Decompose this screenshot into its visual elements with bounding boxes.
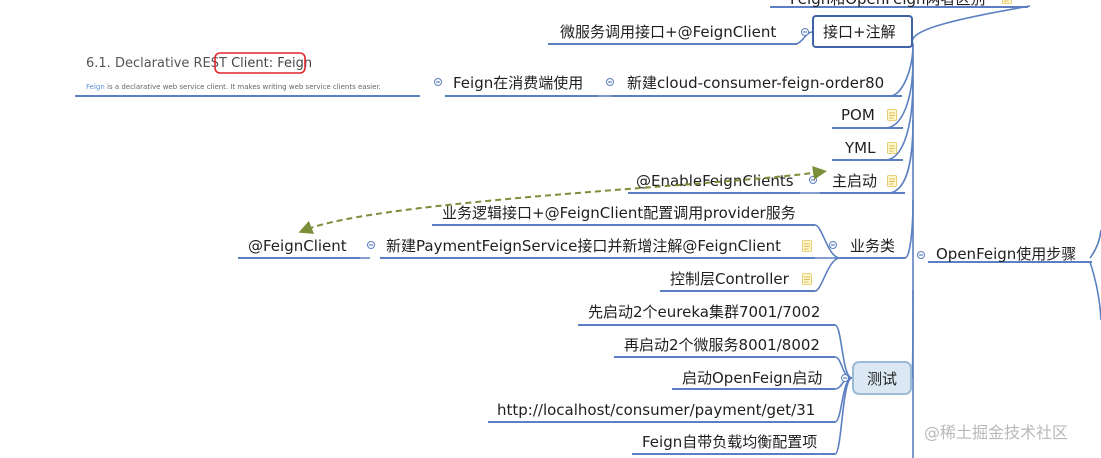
node-label: 先启动2个eureka集群7001/7002 bbox=[588, 303, 820, 321]
node-feign-client-left[interactable]: @FeignClient bbox=[248, 237, 347, 255]
svg-text:6.1. Declarative REST Client:: 6.1. Declarative REST Client: Feign bbox=[86, 56, 312, 71]
node-business[interactable]: 业务类 bbox=[850, 237, 895, 255]
collapse-toggle[interactable] bbox=[917, 251, 925, 259]
node-label: 新建cloud-consumer-feign-order80 bbox=[627, 74, 884, 92]
note-icon bbox=[887, 175, 897, 187]
node-label: OpenFeign使用步骤 bbox=[936, 245, 1076, 263]
node-yml[interactable]: YML bbox=[844, 139, 897, 157]
node-test-item[interactable]: 启动OpenFeign启动 bbox=[682, 369, 822, 387]
node-payment-feign-service[interactable]: 新建PaymentFeignService接口并新增注解@FeignClient bbox=[386, 237, 812, 255]
collapse-toggle[interactable] bbox=[841, 374, 849, 382]
node-label: @FeignClient bbox=[248, 237, 347, 255]
svg-text:Feign is a declarative web ser: Feign is a declarative web service clien… bbox=[86, 83, 381, 91]
node-label: 控制层Controller bbox=[670, 270, 790, 288]
node-label: 新建PaymentFeignService接口并新增注解@FeignClient bbox=[386, 237, 781, 255]
collapse-toggle[interactable] bbox=[434, 78, 442, 86]
note-icon bbox=[1002, 0, 1012, 4]
node-interface-child[interactable]: 微服务调用接口+@FeignClient bbox=[560, 23, 776, 41]
doc-title-highlight: Client: Feign bbox=[231, 56, 312, 71]
node-feign-consumer-use[interactable]: Feign在消费端使用 bbox=[453, 74, 583, 92]
node-label: Feign和OpenFeign两者区别 bbox=[790, 0, 986, 8]
collapse-toggle[interactable] bbox=[606, 78, 614, 86]
node-feign-vs-openfeign[interactable]: Feign和OpenFeign两者区别 bbox=[790, 0, 1012, 8]
collapse-toggle[interactable] bbox=[801, 28, 809, 36]
node-label: Feign自带负载均衡配置项 bbox=[642, 433, 817, 451]
node-label: 测试 bbox=[867, 370, 897, 388]
node-label: 业务逻辑接口+@FeignClient配置调用provider服务 bbox=[442, 204, 796, 222]
node-pom[interactable]: POM bbox=[841, 106, 897, 124]
node-label: 主启动 bbox=[832, 172, 877, 190]
node-test-item[interactable]: http://localhost/consumer/payment/get/31 bbox=[497, 401, 815, 419]
node-business-logic-interface[interactable]: 业务逻辑接口+@FeignClient配置调用provider服务 bbox=[442, 204, 796, 222]
node-label: http://localhost/consumer/payment/get/31 bbox=[497, 401, 815, 419]
node-interface-annotation[interactable]: 接口+注解 bbox=[812, 15, 913, 48]
node-label: 再启动2个微服务8001/8002 bbox=[624, 336, 820, 354]
node-label: 业务类 bbox=[850, 237, 895, 255]
note-icon bbox=[887, 142, 897, 154]
doc-body-prefix: Feign bbox=[86, 83, 105, 91]
relationship-arrow bbox=[298, 166, 827, 234]
node-main-start[interactable]: 主启动 bbox=[832, 172, 897, 190]
doc-body-rest: is a declarative web service client. It … bbox=[105, 83, 381, 91]
node-test[interactable]: 测试 bbox=[852, 361, 912, 395]
node-controller[interactable]: 控制层Controller bbox=[670, 270, 812, 288]
node-test-item[interactable]: 再启动2个微服务8001/8002 bbox=[624, 336, 820, 354]
node-label: 微服务调用接口+@FeignClient bbox=[560, 23, 776, 41]
note-icon bbox=[802, 240, 812, 252]
node-consumer-order80[interactable]: 新建cloud-consumer-feign-order80 bbox=[627, 74, 884, 92]
node-test-item[interactable]: Feign自带负载均衡配置项 bbox=[642, 433, 817, 451]
node-label: POM bbox=[841, 106, 875, 124]
node-test-item[interactable]: 先启动2个eureka集群7001/7002 bbox=[588, 303, 820, 321]
node-root-openfeign-steps[interactable]: OpenFeign使用步骤 bbox=[936, 245, 1076, 263]
doc-title-prefix: 6.1. Declarative REST bbox=[86, 56, 231, 71]
node-label: Feign在消费端使用 bbox=[453, 74, 583, 92]
collapse-toggle[interactable] bbox=[829, 241, 837, 249]
node-label: 接口+注解 bbox=[823, 23, 896, 41]
collapse-toggle[interactable] bbox=[367, 241, 375, 249]
doc-snippet-image: 6.1. Declarative REST Client: Feign Feig… bbox=[75, 52, 420, 97]
collapse-toggle[interactable] bbox=[809, 176, 817, 184]
highlight-box bbox=[214, 52, 306, 74]
watermark: @稀土掘金技术社区 bbox=[924, 423, 1068, 442]
note-icon bbox=[887, 109, 897, 121]
node-label: 启动OpenFeign启动 bbox=[682, 369, 822, 387]
node-label: YML bbox=[844, 139, 876, 157]
note-icon bbox=[802, 273, 812, 285]
